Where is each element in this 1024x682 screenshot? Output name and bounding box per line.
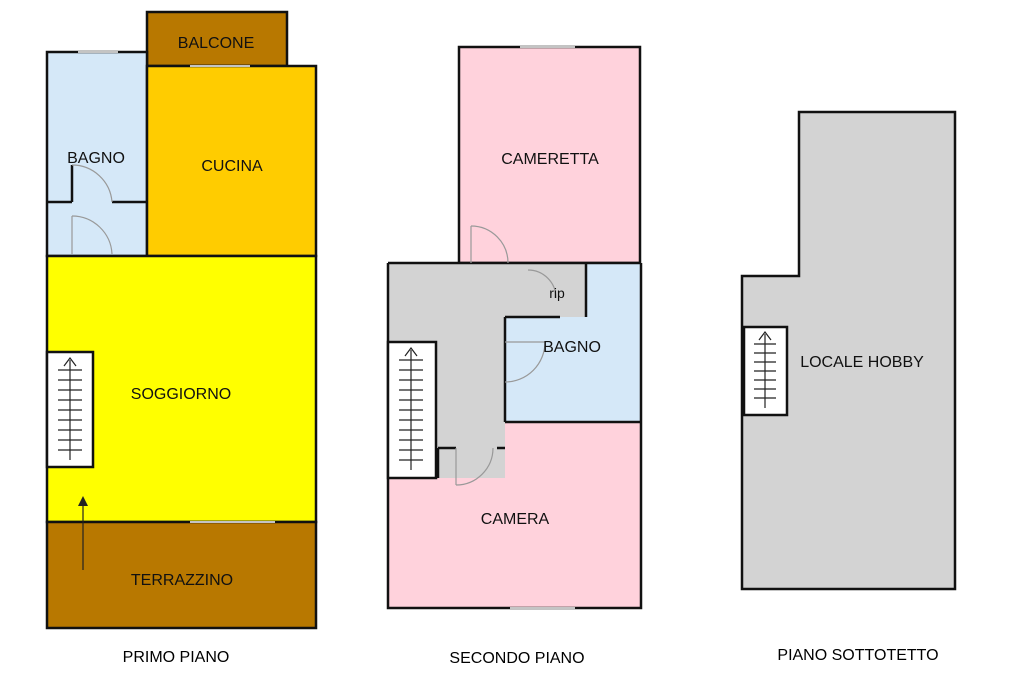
- room-balcone: [145, 10, 289, 68]
- label-locale-hobby: LOCALE HOBBY: [800, 354, 924, 371]
- stairs-sottotetto: [742, 325, 789, 417]
- sottotetto-plan: LOCALE HOBBY PIANO SOTTOTETTO: [740, 110, 957, 664]
- door-arc-antibagno: [71, 215, 113, 255]
- label-rip: rip: [549, 285, 565, 301]
- stairs-primo: [45, 350, 95, 469]
- label-balcone: BALCONE: [178, 35, 254, 52]
- room-cameretta: [457, 45, 642, 265]
- primo-piano-plan: BALCONE BAGNO CUCINA SOGGIORNO TERRAZZIN…: [45, 10, 318, 666]
- room-bagno-primo: [45, 50, 149, 258]
- floor-title-sottotetto: PIANO SOTTOTETTO: [777, 647, 938, 664]
- door-arc-camera: [455, 447, 494, 486]
- label-soggiorno: SOGGIORNO: [131, 386, 231, 403]
- door-arc-bagno-secondo: [504, 341, 546, 383]
- entrance-arrow: [78, 496, 88, 570]
- door-arc-bagno: [71, 164, 113, 203]
- label-bagno-primo: BAGNO: [67, 150, 125, 167]
- door-arc-rip: [527, 269, 557, 299]
- secondo-piano-plan: CAMERETTA rip BAGNO CAMERA SECONDO PIANO: [386, 45, 643, 667]
- label-camera: CAMERA: [481, 511, 550, 528]
- stairs-secondo: [386, 340, 438, 480]
- floor-title-secondo: SECONDO PIANO: [449, 650, 584, 667]
- room-ripostiglio: [505, 263, 586, 317]
- label-cameretta: CAMERETTA: [501, 151, 599, 168]
- floor-title-primo: PRIMO PIANO: [123, 649, 230, 666]
- room-locale-hobby: [740, 110, 957, 591]
- room-terrazzino: [45, 520, 318, 630]
- label-terrazzino: TERRAZZINO: [131, 572, 233, 589]
- label-bagno-secondo: BAGNO: [543, 339, 601, 356]
- door-arc-cameretta: [470, 225, 509, 264]
- label-cucina: CUCINA: [201, 158, 263, 175]
